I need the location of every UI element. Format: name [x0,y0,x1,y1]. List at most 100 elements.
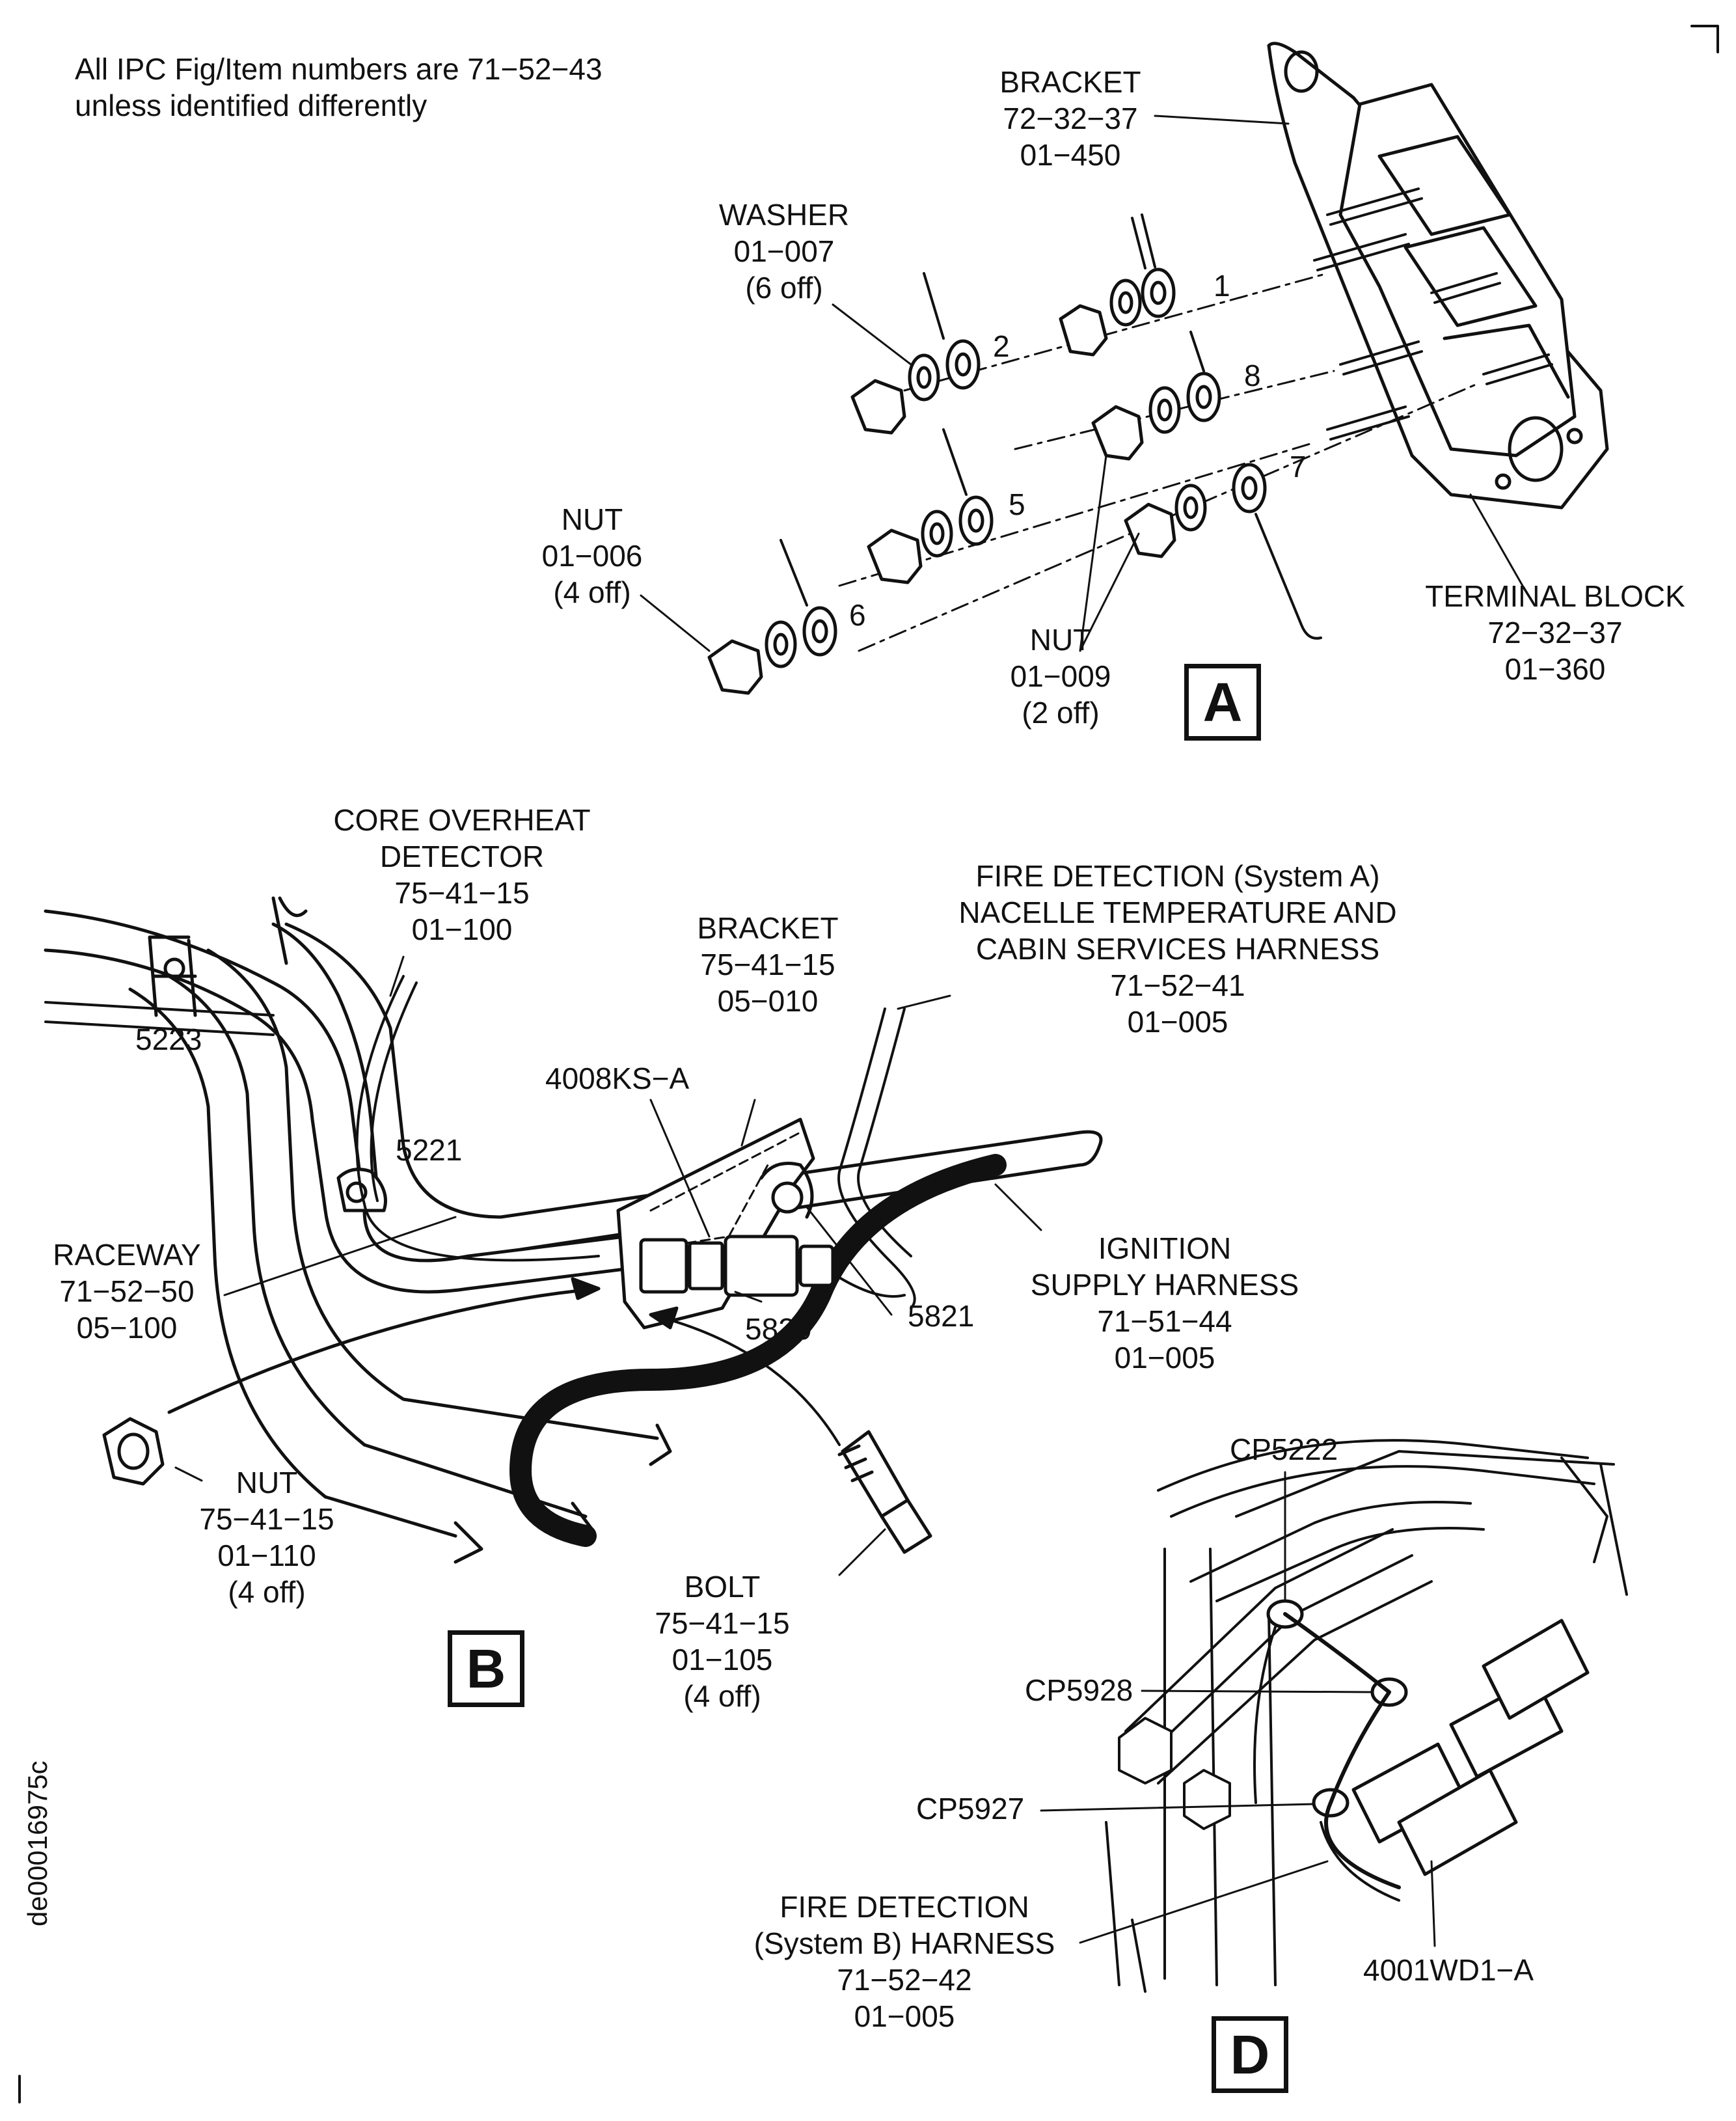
label-raceway: RACEWAY 71−52−50 05−100 [26,1237,228,1346]
label-fire-det-a-l2: NACELLE TEMPERATURE AND [958,896,1397,929]
terminal-number-8: 8 [1244,359,1261,392]
label-nut-006: NUT 01−006 (4 off) [521,501,664,610]
ipc-note-line-1: All IPC Fig/Item numbers are 71−52−43 [75,52,603,86]
label-nut-009: NUT 01−009 (2 off) [989,622,1132,731]
label-fire-det-b-l2: (System B) HARNESS [753,1926,1055,1960]
label-ignition-l1: IGNITION [1098,1231,1232,1265]
label-nut-b-item: 01−110 [217,1539,316,1572]
bolt-view-b [837,1430,932,1554]
label-core-detector-fig: 75−41−15 [394,876,530,910]
label-fire-det-a-item: 01−005 [1127,1005,1228,1039]
view-d-artwork [1105,1439,1628,1993]
label-cp5222: CP5222 [1230,1432,1338,1466]
label-fire-det-b-item: 01−005 [854,1999,955,2033]
label-fire-det-b-l1: FIRE DETECTION [780,1890,1029,1924]
label-core-detector: CORE OVERHEAT DETECTOR 75−41−15 01−100 [306,802,618,948]
label-bracket-b-item: 05−010 [717,984,819,1018]
label-core-detector-l2: DETECTOR [379,840,545,873]
figure-id: de00016975c [22,1760,53,1926]
label-connector-4001wd1: 4001WD1−A [1363,1953,1534,1987]
label-core-detector-l1: CORE OVERHEAT [333,803,591,837]
connector-4001wd1 [1351,1619,1590,1876]
view-label-b: B [448,1630,524,1707]
label-terminal-block-name: TERMINAL BLOCK [1425,579,1685,613]
view-d-leaders [1040,1471,1436,1947]
label-fire-det-b: FIRE DETECTION (System B) HARNESS 71−52−… [735,1889,1074,2034]
nut-view-b [102,1417,165,1486]
label-bolt-qty: (4 off) [683,1679,761,1713]
label-cp5927: CP5927 [916,1792,1025,1826]
fire-det-b-harness [1283,1612,1401,1889]
label-washer-qty: (6 off) [745,271,823,305]
label-bolt-fig: 75−41−15 [655,1606,790,1640]
label-bracket-a: BRACKET 72−32−37 01−450 [973,64,1168,173]
label-ignition-item: 01−005 [1114,1341,1215,1375]
label-nut-b: NUT 75−41−15 01−110 (4 off) [169,1464,364,1610]
clamp-label-5221: 5221 [396,1133,463,1167]
label-nut-b-name: NUT [236,1466,298,1499]
label-terminal-block-item: 01−360 [1504,652,1606,686]
arrow-nut [167,1287,601,1414]
label-fire-det-b-fig: 71−52−42 [837,1963,972,1997]
label-nut-009-qty: (2 off) [1022,696,1100,730]
raceway-tube-long [284,922,1103,1252]
large-nut-d1 [1118,1717,1173,1785]
clamp-label-5223: 5223 [135,1022,202,1056]
label-bracket-b-fig: 75−41−15 [700,948,835,981]
label-terminal-block-fig: 72−32−37 [1487,616,1623,650]
clamp-5821 [771,1181,804,1214]
label-raceway-item: 05−100 [76,1311,178,1345]
label-nut-009-item: 01−009 [1010,659,1111,693]
label-bracket-a-name: BRACKET [999,65,1141,99]
label-bolt-name: BOLT [684,1570,761,1604]
label-connector-4008ks: 4008KS−A [545,1061,690,1095]
terminal-studs [1313,187,1553,441]
terminal-number-7: 7 [1290,450,1307,484]
view-b-artwork [44,896,1103,1564]
clamp-label-5821: 5821 [908,1299,975,1333]
label-bracket-b-name: BRACKET [697,911,839,945]
label-bolt-item: 01−105 [671,1643,773,1676]
label-nut-006-name: NUT [561,502,623,536]
label-raceway-fig: 71−52−50 [59,1274,195,1308]
connector-4008ks [639,1235,835,1297]
view-label-d: D [1212,2016,1288,2093]
terminal-block-body [1338,83,1577,458]
label-nut-009-name: NUT [1029,623,1092,657]
arrow-bolt [649,1313,841,1446]
terminal-number-6: 6 [849,598,866,632]
label-bolt: BOLT 75−41−15 01−105 (4 off) [625,1568,820,1714]
terminal-number-5: 5 [1009,487,1025,521]
label-fire-det-a: FIRE DETECTION (System A) NACELLE TEMPER… [930,858,1425,1040]
ipc-note: All IPC Fig/Item numbers are 71−52−43 un… [75,51,603,124]
label-fire-det-a-fig: 71−52−41 [1110,968,1245,1002]
label-nut-006-qty: (4 off) [553,575,631,609]
label-ignition-fig: 71−51−44 [1097,1304,1232,1338]
bracket-hole [1284,50,1319,93]
washers-and-nuts [707,267,1267,695]
label-fire-det-a-l3: CABIN SERVICES HARNESS [975,932,1380,966]
label-cp5928: CP5928 [1025,1673,1133,1707]
crop-mark-top-right [1690,25,1719,53]
lug-wires [780,213,1322,640]
view-label-a: A [1184,664,1261,741]
clamp-label-5820: 5820 [745,1312,812,1346]
view-a-leaders [640,115,1524,652]
label-washer-item: 01−007 [733,234,835,268]
label-nut-b-fig: 75−41−15 [199,1502,334,1536]
terminal-number-1: 1 [1214,269,1230,303]
label-ignition-l2: SUPPLY HARNESS [1030,1268,1299,1302]
label-raceway-name: RACEWAY [53,1238,201,1272]
label-core-detector-item: 01−100 [411,912,513,946]
clamp-5223 [148,935,197,1017]
label-terminal-block: TERMINAL BLOCK 72−32−37 01−360 [1412,578,1698,687]
label-nut-006-item: 01−006 [541,539,643,573]
large-nut-d2 [1183,1769,1231,1830]
view-a-artwork [707,42,1609,695]
view-b-leaders [174,955,1042,1576]
label-bracket-a-fig: 72−32−37 [1003,102,1138,135]
ignition-harness [509,1154,1007,1547]
label-washer-name: WASHER [718,198,850,232]
label-washer: WASHER 01−007 (6 off) [693,197,875,306]
